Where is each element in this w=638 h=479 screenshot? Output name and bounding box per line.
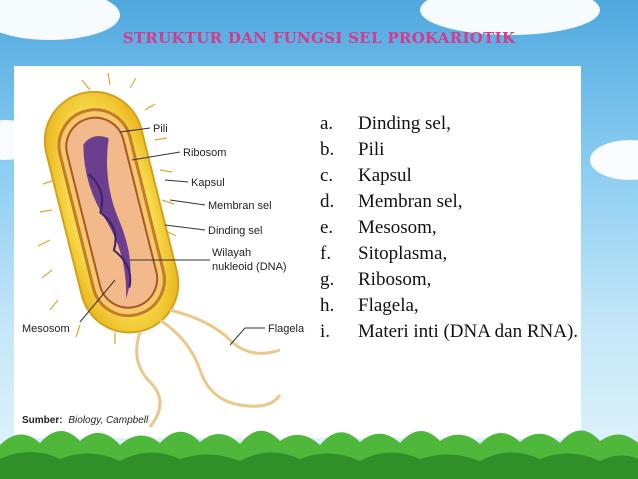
list-item: i. Materi inti (DNA dan RNA).	[320, 320, 580, 344]
list-text: Materi inti (DNA dan RNA).	[358, 321, 579, 342]
list-item: c. Kapsul	[320, 164, 580, 188]
list-marker: e.	[320, 217, 334, 238]
list-item: e. Mesosom,	[320, 216, 580, 240]
label-membran: Membran sel	[208, 200, 272, 212]
list-item: a. Dinding sel,	[320, 112, 580, 136]
label-pili: Pili	[153, 123, 168, 135]
list-item: h. Flagela,	[320, 294, 580, 318]
cloud	[590, 140, 638, 180]
list-marker: i.	[320, 321, 331, 342]
label-ribosom: Ribosom	[183, 147, 226, 159]
list-text: Flagela,	[358, 295, 419, 316]
source-credit: Sumber: Biology, Campbell	[22, 415, 149, 426]
label-wilayah-line2: nukleoid (DNA)	[212, 261, 287, 273]
list-marker: f.	[320, 243, 332, 264]
list-text: Membran sel,	[358, 191, 463, 212]
slide-title: STRUKTUR DAN FUNGSI SEL PROKARIOTIK	[122, 29, 516, 47]
list-item: f. Sitoplasma,	[320, 242, 580, 266]
list-marker: b.	[320, 139, 335, 160]
list-text: Mesosom,	[358, 217, 437, 238]
list-marker: g.	[320, 269, 335, 290]
label-mesosom: Mesosom	[22, 323, 70, 335]
flagella-shape	[135, 308, 282, 428]
label-kapsul: Kapsul	[191, 177, 225, 189]
list-text: Dinding sel,	[358, 113, 451, 134]
list-marker: c.	[320, 165, 334, 186]
list-text: Sitoplasma,	[358, 243, 448, 264]
list-item: d. Membran sel,	[320, 190, 580, 214]
source-prefix: Sumber:	[22, 415, 63, 426]
list-marker: h.	[320, 295, 335, 316]
prokaryote-diagram: Pili Ribosom Kapsul Membran sel Dinding …	[22, 72, 305, 428]
structure-list: a. Dinding sel, b. Pili c. Kapsul d. Membran…	[320, 112, 580, 346]
leader-lines	[79, 127, 265, 346]
list-text: Ribosom,	[358, 269, 432, 290]
grass-decoration	[0, 430, 638, 479]
label-wilayah-line1: Wilayah	[212, 247, 251, 259]
list-marker: a.	[320, 113, 334, 134]
source-text: Biology, Campbell	[68, 415, 149, 426]
list-item: b. Pili	[320, 138, 580, 162]
label-dinding: Dinding sel	[208, 225, 262, 237]
list-text: Kapsul	[358, 165, 412, 186]
list-text: Pili	[358, 139, 385, 160]
list-marker: d.	[320, 191, 335, 212]
label-flagela: Flagela	[268, 323, 305, 335]
list-item: g. Ribosom,	[320, 268, 580, 292]
